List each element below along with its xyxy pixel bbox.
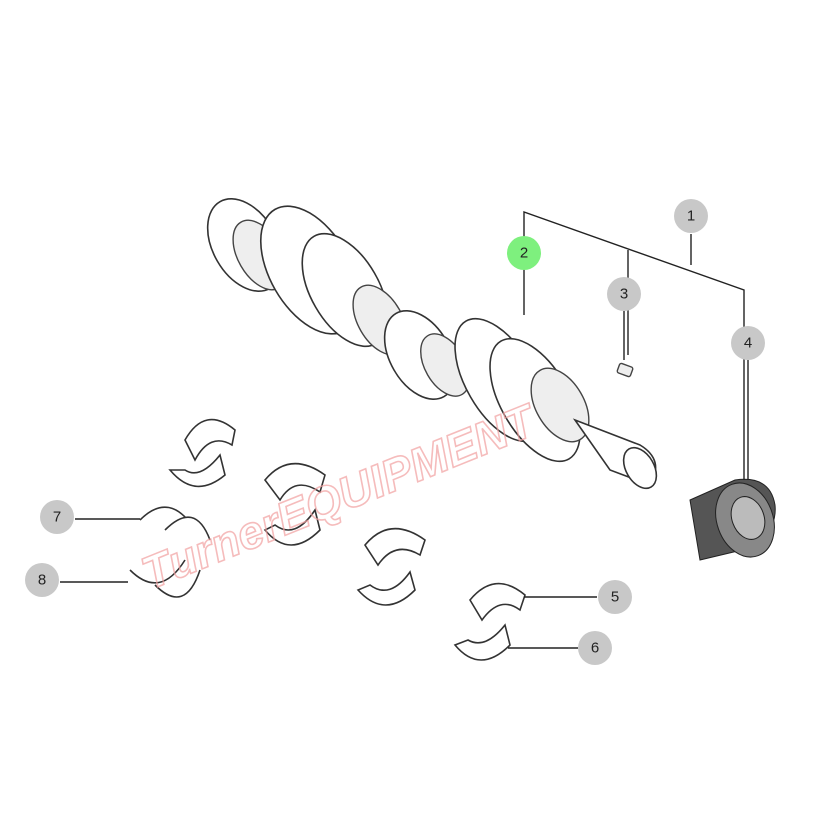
svg-text:3: 3 bbox=[620, 286, 628, 303]
gear[interactable] bbox=[689, 475, 784, 566]
key[interactable] bbox=[616, 362, 634, 378]
callout-1[interactable]: 1 bbox=[674, 199, 708, 233]
svg-text:4: 4 bbox=[744, 335, 752, 352]
bearing-shells[interactable] bbox=[168, 418, 526, 661]
svg-text:8: 8 bbox=[38, 572, 46, 589]
callout-3[interactable]: 3 bbox=[607, 277, 641, 311]
callout-7[interactable]: 7 bbox=[40, 500, 74, 534]
callout-8[interactable]: 8 bbox=[25, 563, 59, 597]
svg-text:7: 7 bbox=[53, 509, 61, 526]
svg-text:2: 2 bbox=[520, 245, 528, 262]
watermark: TurnerEQUIPMENT bbox=[134, 393, 545, 599]
callout-4[interactable]: 4 bbox=[731, 326, 765, 360]
svg-text:1: 1 bbox=[687, 208, 695, 225]
svg-text:6: 6 bbox=[591, 640, 599, 657]
thrust-washers[interactable] bbox=[129, 506, 211, 598]
crankshaft[interactable] bbox=[192, 186, 663, 494]
callout-5[interactable]: 5 bbox=[598, 580, 632, 614]
callout-6[interactable]: 6 bbox=[578, 631, 612, 665]
svg-text:5: 5 bbox=[611, 589, 619, 606]
callout-2[interactable]: 2 bbox=[507, 236, 541, 270]
